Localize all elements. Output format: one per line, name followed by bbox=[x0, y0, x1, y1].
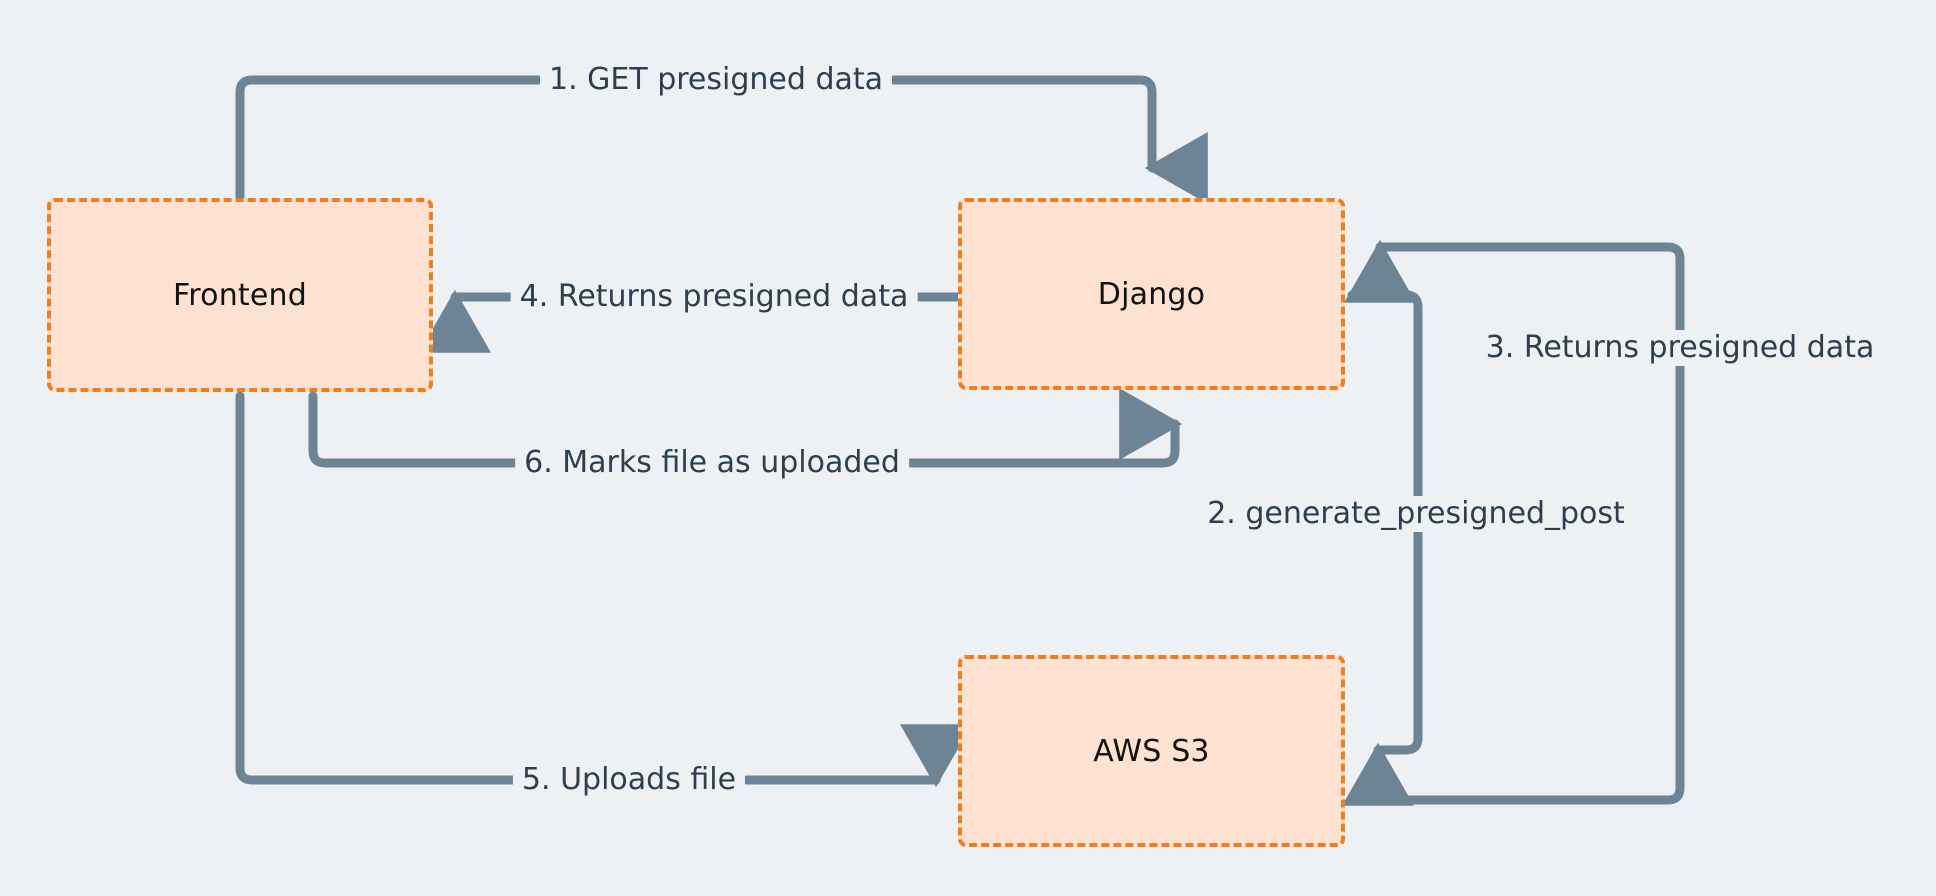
edge-label-1: 1. GET presigned data bbox=[539, 62, 893, 98]
edge-label-3: 3. Returns presigned data bbox=[1476, 330, 1884, 366]
connector-5-uploads-file bbox=[235, 391, 972, 788]
edge-label-6: 6. Marks file as uploaded bbox=[515, 445, 909, 481]
edge-label-5: 5. Uploads file bbox=[512, 762, 746, 798]
connector-3-returns-presigned-data bbox=[1344, 239, 1685, 805]
node-frontend-label: Frontend bbox=[173, 277, 307, 313]
node-django-label: Django bbox=[1097, 276, 1206, 312]
node-aws-s3-label: AWS S3 bbox=[1093, 733, 1210, 769]
node-aws-s3[interactable]: AWS S3 bbox=[958, 655, 1345, 847]
edge-label-4: 4. Returns presigned data bbox=[510, 279, 918, 315]
node-django[interactable]: Django bbox=[958, 198, 1345, 390]
node-frontend[interactable]: Frontend bbox=[47, 198, 433, 392]
edge-label-2: 2. generate_presigned_post bbox=[1198, 496, 1634, 532]
